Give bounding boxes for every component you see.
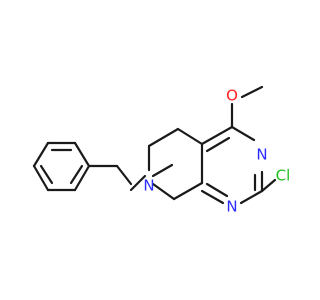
atom-label-chlorine: Cl (276, 167, 291, 185)
bond (151, 182, 176, 201)
double-bond (205, 182, 229, 198)
bond (32, 141, 50, 168)
atom-label-n-pyrimidine-bottom: N (226, 198, 237, 216)
bond (32, 164, 50, 192)
atom-label-n-piperidine: N (143, 177, 154, 195)
double-bond (69, 164, 84, 185)
double-bond (39, 164, 54, 185)
bond (172, 181, 204, 201)
molecule-canvas: N N N O Cl (32, 85, 291, 216)
atom-label-oxygen: O (226, 87, 238, 105)
structure-diagram: N N N O Cl (32, 85, 291, 216)
bond (115, 164, 133, 186)
bond (73, 141, 91, 168)
bond (129, 174, 147, 192)
bond (200, 189, 225, 205)
bond (147, 127, 180, 148)
pyrimidine-ring (200, 125, 264, 205)
bond (239, 189, 264, 205)
benzene-ring (32, 141, 91, 192)
bond (240, 85, 264, 99)
tetrahydropyridine-ring (129, 127, 204, 201)
double-bond (205, 136, 231, 153)
bond (176, 127, 204, 146)
bond (260, 178, 277, 193)
atom-label-n-pyrimidine-top: N (256, 146, 267, 164)
bond (200, 125, 234, 146)
bond (230, 125, 256, 142)
bond (151, 163, 174, 178)
bond (73, 164, 91, 192)
